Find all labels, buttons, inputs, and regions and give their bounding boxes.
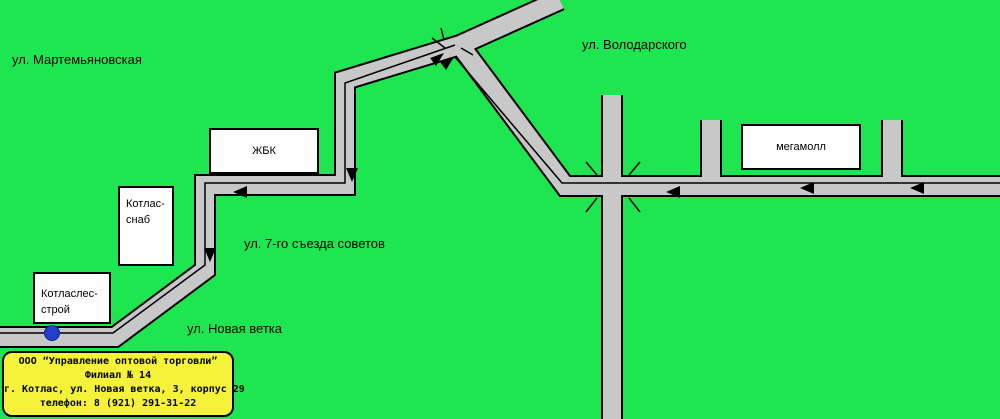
arrow-icon	[666, 186, 680, 198]
arrow-icon	[346, 168, 358, 182]
building-label-kotlasles-2: строй	[41, 304, 70, 316]
arrow-icon	[440, 57, 454, 70]
company-branch: Филиал № 14	[84, 370, 152, 381]
building-zhbk: ЖБК	[209, 128, 319, 174]
signal-mark	[585, 161, 641, 213]
arrow-icon	[430, 53, 444, 66]
street-label-volodarskogo: ул. Володарского	[582, 37, 687, 52]
location-marker-icon	[44, 325, 60, 341]
company-info-box: ООО “Управление оптовой торговли” Филиал…	[2, 351, 245, 417]
route-line-branch	[454, 56, 1000, 184]
arrow-icon	[233, 186, 247, 198]
building-megamoll: мегамолл	[741, 124, 861, 170]
company-address: г. Котлас, ул. Новая ветка, 3, корпус 29	[4, 384, 245, 395]
route-line-main	[0, 44, 456, 334]
arrow-icon	[910, 182, 924, 194]
building-label-kotlasles-1: Котласлес-	[41, 288, 98, 300]
company-phone: телефон: 8 (921) 291-31-22	[39, 398, 197, 409]
building-label-kotlassnab-2: снаб	[126, 214, 150, 226]
street-label-martemyanovskaya: ул. Мартемьяновская	[12, 52, 142, 67]
arrow-icon	[204, 248, 216, 262]
signal-mark	[431, 27, 474, 56]
street-label-novaya-vetka: ул. Новая ветка	[187, 321, 282, 336]
arrow-icon	[800, 182, 814, 194]
building-label-kotlassnab-1: Котлас-	[126, 198, 165, 210]
company-name: ООО “Управление оптовой торговли”	[18, 356, 218, 367]
building-kotlassnab: Котлас- снаб	[118, 186, 174, 266]
building-label-megamoll: мегамолл	[776, 141, 826, 153]
street-label-7-syezd-sovetov: ул. 7-го съезда советов	[244, 236, 385, 251]
building-label-zhbk: ЖБК	[252, 145, 276, 157]
building-kotlasleshstroy: Котласлес- строй	[33, 272, 111, 324]
